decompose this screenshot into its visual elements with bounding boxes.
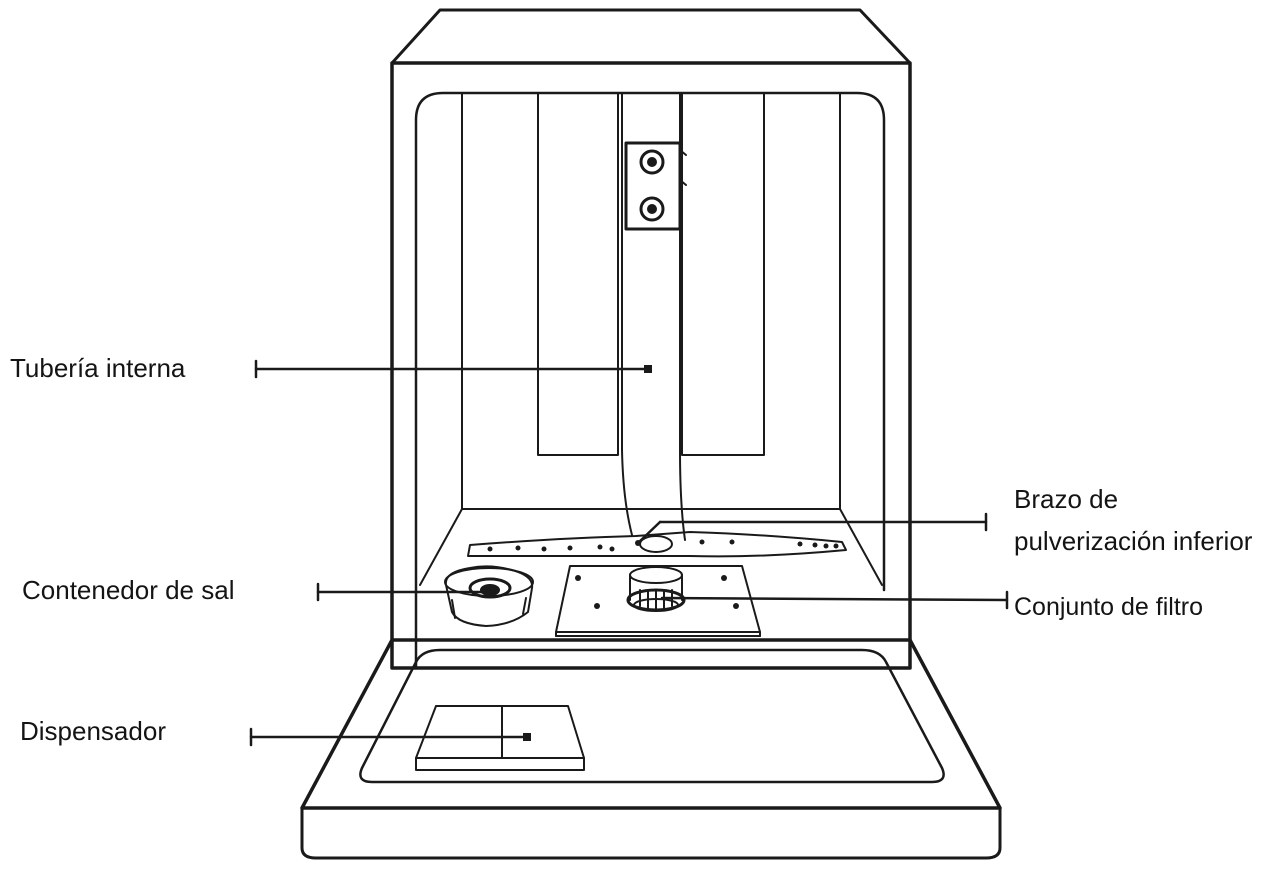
salt-container xyxy=(444,565,534,627)
lower-spray-arm xyxy=(467,531,847,558)
label-brazo-de-pulverizacion: Brazo de pulverización inferior xyxy=(1014,478,1252,562)
callout-dispensador xyxy=(249,727,531,747)
dispenser xyxy=(415,705,585,771)
label-brazo-line2: pulverización inferior xyxy=(1014,526,1253,556)
label-contenedor-de-sal: Contenedor de sal xyxy=(22,575,235,605)
callout-tuberia xyxy=(254,359,652,379)
inner-pipe xyxy=(621,92,687,541)
callout-filtro xyxy=(660,590,1009,610)
cabinet-top xyxy=(390,8,912,65)
label-brazo-line1: Brazo de xyxy=(1014,484,1119,514)
label-dispensador: Dispensador xyxy=(20,716,166,746)
label-tuberia-interna: Tubería interna xyxy=(10,353,186,383)
cabinet-body xyxy=(390,61,912,670)
filter-assembly xyxy=(555,565,761,637)
open-door xyxy=(300,638,1002,860)
callout-contenedor xyxy=(316,582,492,602)
rear-panels xyxy=(537,92,765,456)
callout-brazo xyxy=(635,512,988,546)
callout-lines xyxy=(249,359,1009,747)
label-conjunto-de-filtro: Conjunto de filtro xyxy=(1014,593,1204,621)
